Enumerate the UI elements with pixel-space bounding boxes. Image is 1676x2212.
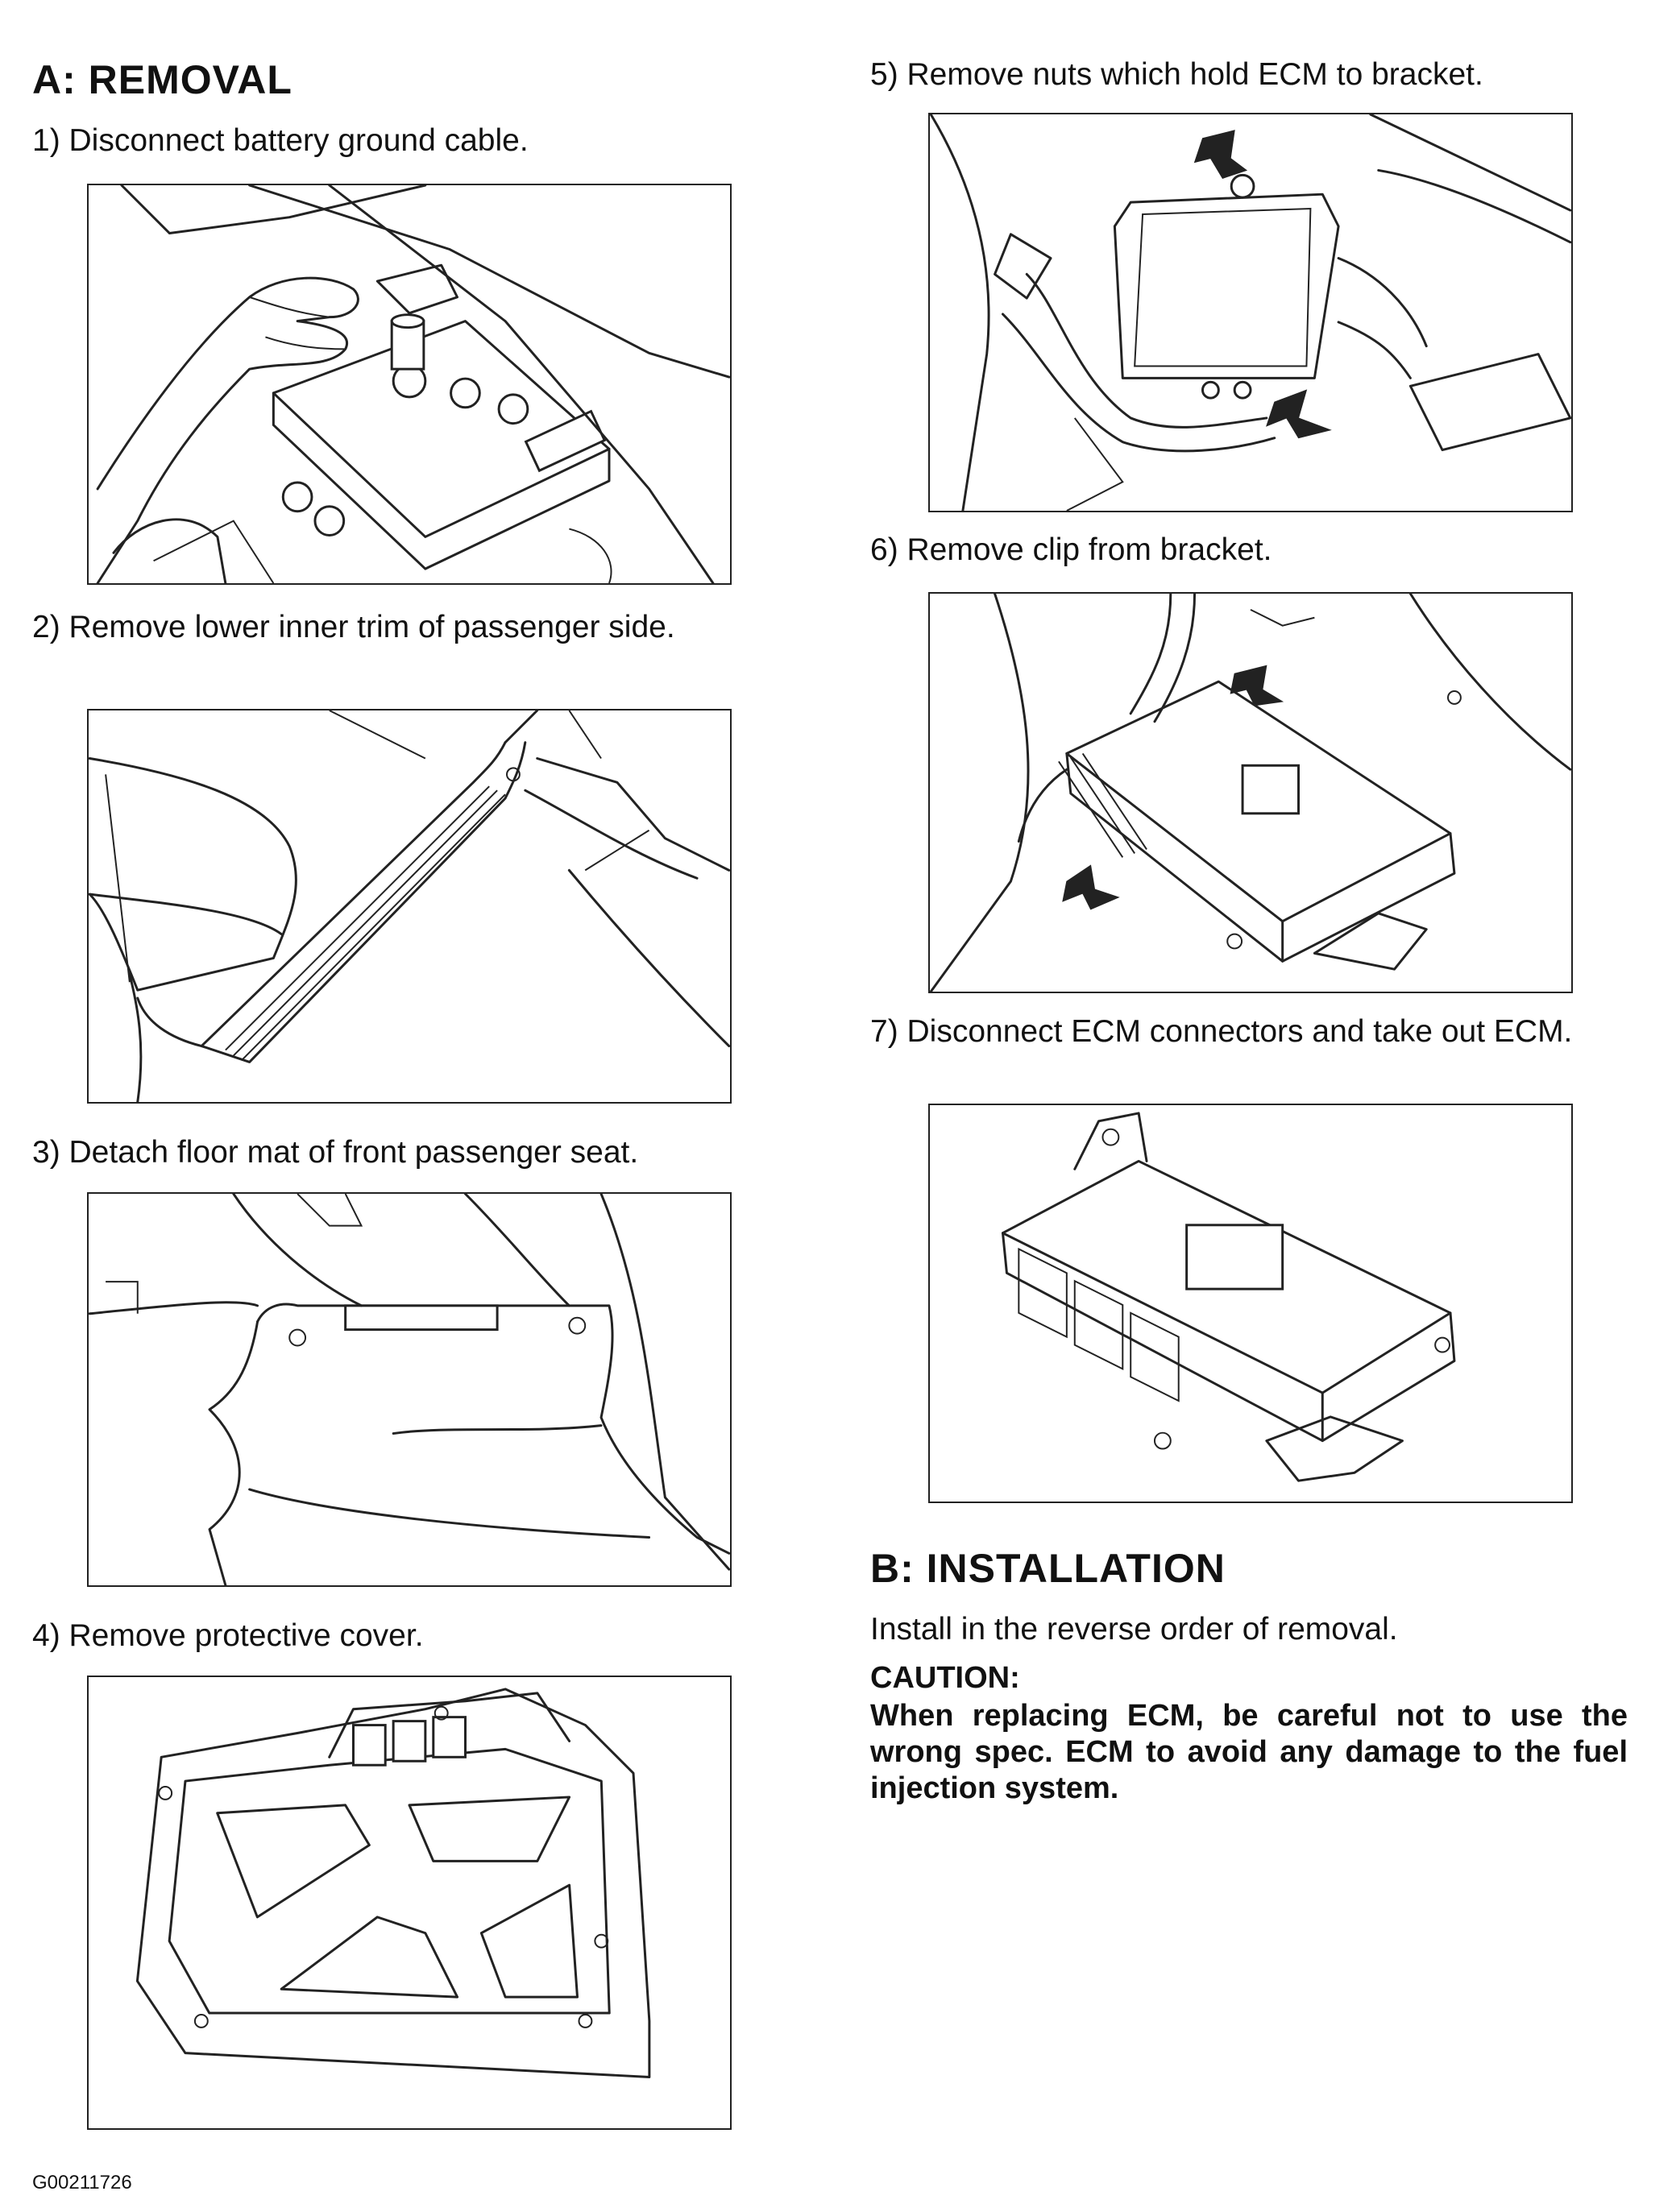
- step-5-text: 5) Remove nuts which hold ECM to bracket…: [870, 57, 1483, 92]
- caution-text: When replacing ECM, be careful not to us…: [870, 1699, 1628, 1805]
- step-3-text: 3) Detach floor mat of front passenger s…: [32, 1135, 639, 1170]
- removal-heading: A: REMOVAL: [32, 57, 292, 102]
- step-6-text: 6) Remove clip from bracket.: [870, 532, 1272, 567]
- ecm-clip-bracket-illustration: [928, 592, 1573, 993]
- step-1-text: 1) Disconnect battery ground cable.: [32, 123, 529, 158]
- step-2-text: 2) Remove lower inner trim of passenger …: [32, 610, 675, 644]
- lower-inner-trim-illustration: [87, 709, 732, 1104]
- installation-heading: B: INSTALLATION: [870, 1546, 1226, 1591]
- floor-mat-illustration: [87, 1192, 732, 1587]
- ecm-bracket-nuts-illustration: [928, 113, 1573, 512]
- figure-code: G00211726: [32, 2172, 132, 2193]
- installation-text: Install in the reverse order of removal.: [870, 1612, 1398, 1647]
- step-4-text: 4) Remove protective cover.: [32, 1618, 424, 1653]
- step-7-text: 7) Disconnect ECM connectors and take ou…: [870, 1014, 1573, 1049]
- battery-ground-cable-illustration: [87, 184, 732, 585]
- protective-cover-illustration: [87, 1676, 732, 2130]
- ecm-removed-illustration: [928, 1104, 1573, 1503]
- caution-title: CAUTION:: [870, 1661, 1020, 1695]
